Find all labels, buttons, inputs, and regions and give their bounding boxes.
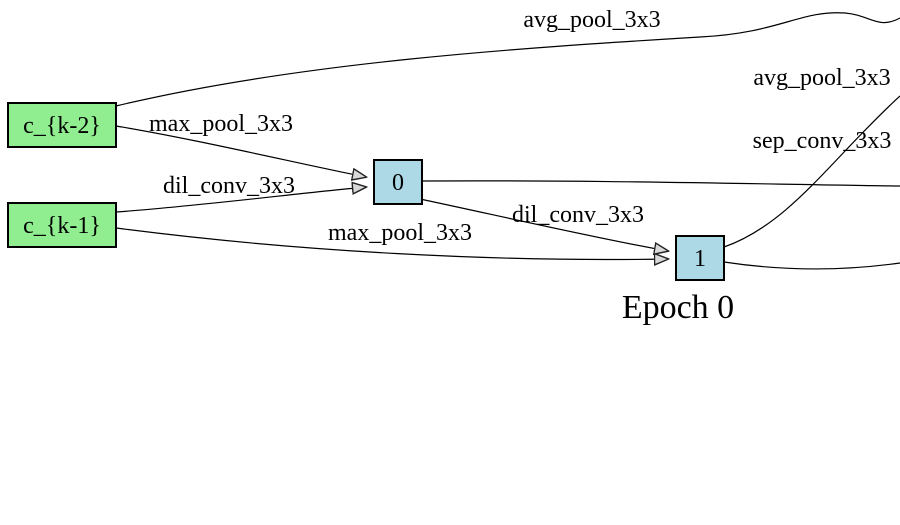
- node-1-box: [675, 235, 725, 281]
- edge-n0-output: [421, 180, 900, 187]
- edge-n1-output-right: [723, 261, 900, 270]
- node-ck2: c_{k-2}: [7, 102, 117, 148]
- node-0-box: [373, 159, 423, 205]
- node-ck2-box: [7, 102, 117, 148]
- edge-ck1-max-pool: [115, 227, 668, 260]
- node-1: 1: [675, 235, 725, 281]
- node-ck2-label: c_{k-2}: [23, 113, 101, 139]
- edge-label-avg-pool-right: avg_pool_3x3: [753, 65, 890, 91]
- edge-label-avg-pool-top: avg_pool_3x3: [523, 7, 660, 33]
- edge-ck1-dil-conv: [115, 187, 366, 213]
- edge-ck2-avg-pool-top: [115, 12, 900, 107]
- diagram-caption: Epoch 0: [622, 289, 734, 326]
- edge-n1-output-up: [723, 95, 900, 248]
- node-1-label: 1: [694, 246, 706, 272]
- node-ck1: c_{k-1}: [7, 202, 117, 248]
- edge-ck2-max-pool: [115, 125, 366, 177]
- edge-label-max-pool-ck2: max_pool_3x3: [149, 111, 293, 137]
- edge-label-sep-conv-right: sep_conv_3x3: [753, 128, 892, 154]
- node-0: 0: [373, 159, 423, 205]
- edge-label-dil-conv-ck1: dil_conv_3x3: [163, 173, 295, 199]
- edge-label-dil-conv-n0: dil_conv_3x3: [512, 202, 644, 228]
- node-0-label: 0: [392, 170, 404, 196]
- edge-label-max-pool-ck1: max_pool_3x3: [328, 220, 472, 246]
- edge-n0-dil-conv: [419, 198, 668, 251]
- node-ck1-label: c_{k-1}: [23, 213, 101, 239]
- node-ck1-box: [7, 202, 117, 248]
